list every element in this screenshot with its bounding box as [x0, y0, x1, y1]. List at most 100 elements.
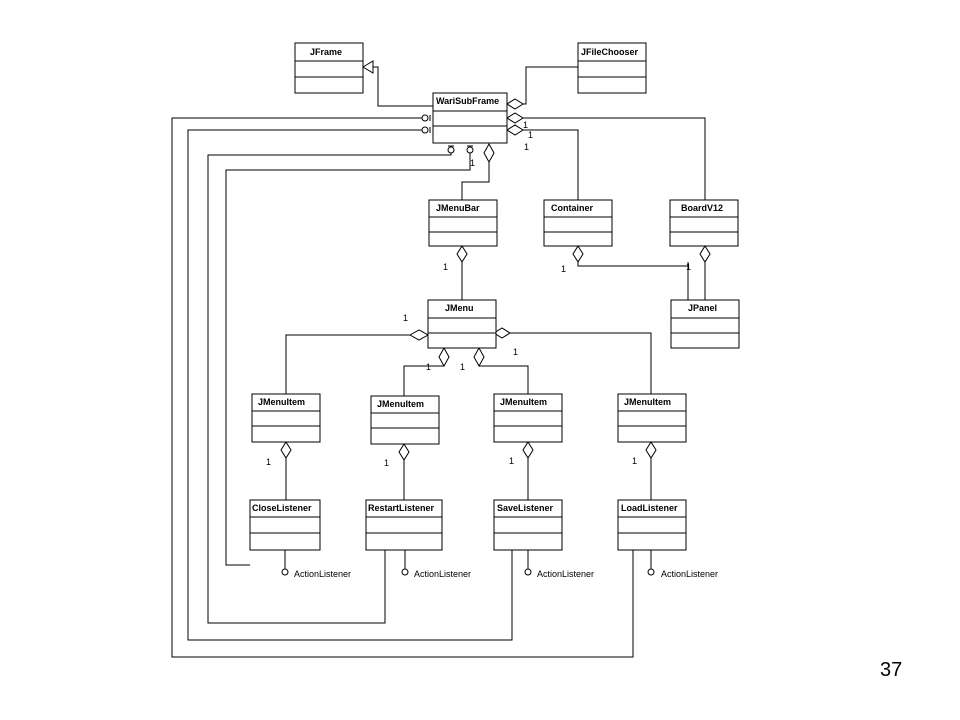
class-name: JFrame [310, 47, 342, 57]
interface-lollipop-icon [281, 568, 289, 576]
class-name: LoadListener [621, 503, 678, 513]
class-jmenubar: JMenuBar [428, 199, 498, 247]
interface-label: ActionListener [537, 569, 594, 579]
mult-label: 1 [384, 458, 389, 468]
diamond-container [506, 124, 524, 136]
class-name: JMenu [445, 303, 474, 313]
page-number: 37 [880, 659, 903, 681]
mult-label: 1 [443, 262, 448, 272]
generalization-arrowhead [362, 60, 374, 74]
mult-label: 1 [686, 262, 691, 272]
class-name: JMenuItem [377, 399, 424, 409]
diamond-jmenu-item3 [473, 346, 485, 368]
mult-label: 1 [460, 362, 465, 372]
class-container: Container [543, 199, 613, 247]
diamond-boardv12 [506, 112, 524, 124]
assoc-jpanel-container [577, 262, 689, 300]
assoc-jmenubar [461, 162, 490, 200]
assoc-jmenuitem-1 [285, 334, 410, 394]
nav-circle-4 [466, 146, 474, 154]
nav-circle-3 [447, 146, 455, 154]
nav-circle-1 [421, 114, 429, 122]
class-restartlistener: RestartListener [365, 499, 443, 551]
diamond-jmenu-item1 [408, 329, 430, 341]
class-jpanel: JPanel [670, 299, 740, 349]
mult-label: 1 [632, 456, 637, 466]
mult-label: 1 [403, 313, 408, 323]
interface-label: ActionListener [294, 569, 351, 579]
class-jmenuitem: JMenuItem [251, 393, 321, 443]
connectors [171, 60, 706, 658]
nav-circle-2 [421, 126, 429, 134]
mult-label: 1 [513, 347, 518, 357]
class-savelistener: SaveListener [493, 499, 563, 551]
aggregation-diamonds [280, 98, 711, 461]
assoc-boardv12 [522, 117, 706, 200]
class-name: SaveListener [497, 503, 554, 513]
diamond-item1-close [280, 441, 292, 459]
interface-lollipop-icon [647, 568, 655, 576]
diamond-boardv12-jpanel [699, 245, 711, 263]
mult-label: 1 [470, 158, 475, 168]
navigability-marks [421, 114, 689, 272]
class-boardv12: BoardV12 [669, 199, 739, 247]
assoc-container [522, 129, 579, 200]
class-name: CloseListener [252, 503, 312, 513]
interface-restart: ActionListener [401, 550, 471, 579]
assoc-jmenuitem-3 [479, 365, 529, 394]
mult-label: 1 [524, 142, 529, 152]
class-jmenuitem: JMenuItem [370, 395, 440, 445]
assoc-jmenuitem-2 [403, 365, 444, 396]
assoc-jfilechooser [522, 66, 578, 105]
interface-label: ActionListener [414, 569, 471, 579]
diamond-jfilechooser [506, 98, 524, 110]
diamond-jmenu-item2 [438, 346, 450, 368]
multiplicity-labels: 1 1 1 1 1 1 1 1 1 1 1 1 1 1 1 [266, 120, 691, 468]
class-name: RestartListener [368, 503, 435, 513]
class-closelistener: CloseListener [249, 499, 321, 551]
class-jmenuitem: JMenuItem [617, 393, 687, 443]
class-loadlistener: LoadListener [617, 499, 687, 551]
interface-label: ActionListener [661, 569, 718, 579]
interface-close: ActionListener [281, 550, 351, 579]
class-name: BoardV12 [681, 203, 723, 213]
interface-load: ActionListener [647, 550, 718, 579]
mult-label: 1 [426, 362, 431, 372]
diamond-jmenubar [483, 142, 495, 164]
class-warisubframe: WariSubFrame [432, 92, 508, 144]
mult-label: 1 [523, 120, 528, 130]
loop-savelistener [187, 129, 513, 641]
class-name: Container [551, 203, 594, 213]
diamond-jmenu-item4 [493, 327, 511, 339]
class-jframe: JFrame [294, 42, 364, 94]
mult-label: 1 [266, 457, 271, 467]
generalization-jframe [373, 66, 433, 107]
class-name: WariSubFrame [436, 96, 499, 106]
loop-restartlistener [207, 150, 452, 624]
class-name: JMenuItem [258, 397, 305, 407]
mult-label: 1 [561, 264, 566, 274]
class-name: JMenuItem [500, 397, 547, 407]
diamond-jmenubar-jmenu [456, 245, 468, 263]
class-name: JPanel [688, 303, 717, 313]
class-jmenuitem: JMenuItem [493, 393, 563, 443]
mult-label: 1 [528, 130, 533, 140]
assoc-jmenuitem-4 [510, 332, 652, 394]
interface-lollipop-icon [401, 568, 409, 576]
interface-save: ActionListener [524, 550, 594, 579]
class-name: JMenuItem [624, 397, 671, 407]
interface-lollipop-icon [524, 568, 532, 576]
diamond-item4-load [645, 441, 657, 459]
class-name: JMenuBar [436, 203, 480, 213]
loop-closelistener [225, 150, 471, 566]
diamond-item3-save [522, 441, 534, 459]
class-jfilechooser: JFileChooser [577, 42, 647, 94]
class-jmenu: JMenu [427, 299, 497, 349]
loop-loadlistener [171, 117, 634, 658]
class-name: JFileChooser [581, 47, 639, 57]
mult-label: 1 [509, 456, 514, 466]
diamond-container-jpanel [572, 245, 584, 263]
diamond-item2-restart [398, 443, 410, 461]
